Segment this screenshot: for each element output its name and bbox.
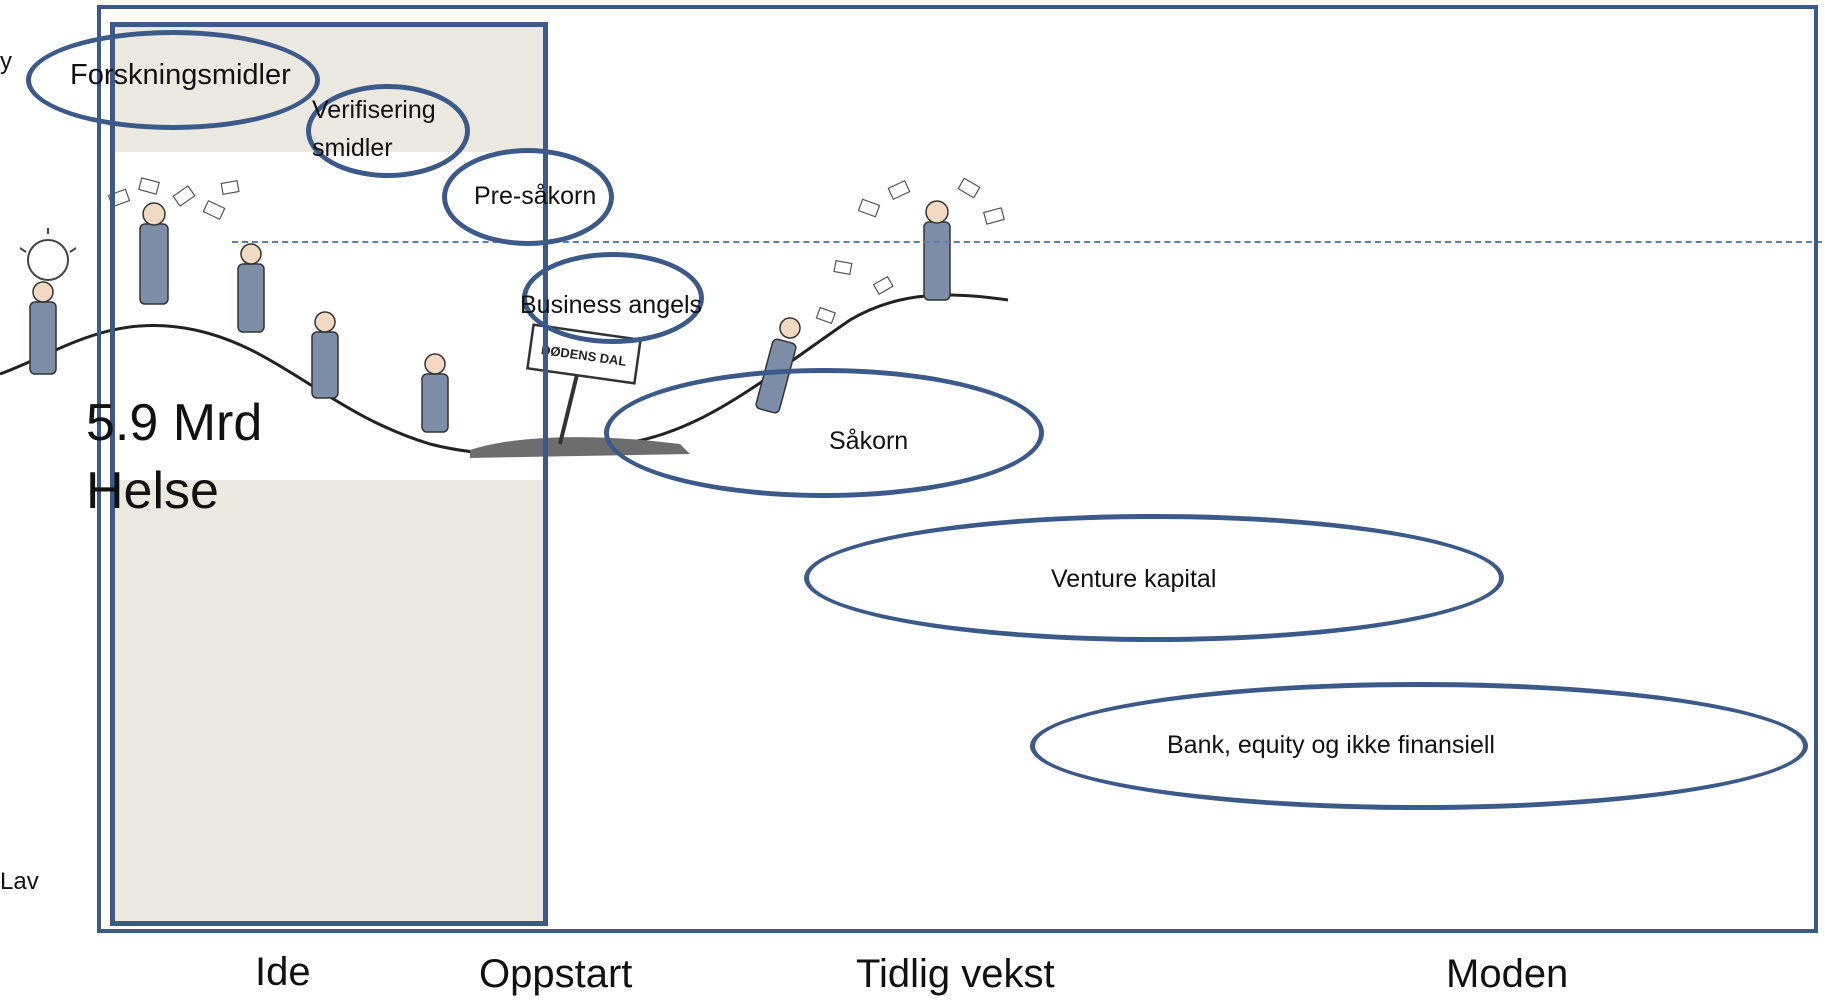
- phase-moden: Moden: [1446, 952, 1569, 996]
- phase-tidlig-vekst: Tidlig vekst: [856, 952, 1055, 996]
- venture-kapital-label: Venture kapital: [1051, 565, 1217, 593]
- pre-sakorn-label: Pre-såkorn: [474, 182, 597, 210]
- bank-equity-label: Bank, equity og ikke finansiell: [1167, 731, 1495, 759]
- phase-oppstart: Oppstart: [479, 952, 633, 996]
- phase-ide: Ide: [255, 950, 311, 994]
- sakorn-ellipse: [604, 368, 1044, 498]
- forskningsmidler-label: Forskningsmidler: [70, 59, 291, 91]
- verifiseringsmidler-label-line2: smidler: [312, 134, 393, 162]
- verifiseringsmidler-ellipse: [306, 84, 470, 178]
- sakorn-label: Såkorn: [829, 427, 909, 455]
- dashed-reference-line: [232, 241, 1822, 243]
- health-column-outline: [110, 22, 548, 926]
- y-axis-low-label: Lav: [0, 868, 39, 895]
- health-label: Helse: [86, 462, 219, 520]
- forskningsmidler-ellipse: [26, 30, 320, 130]
- diagram-frame: [97, 5, 1818, 933]
- business-angels-ellipse: [522, 252, 704, 344]
- lightbulb-icon: [19, 228, 77, 281]
- y-axis-high-label: y: [0, 48, 12, 75]
- flying-papers: [107, 177, 1005, 325]
- bank-equity-ellipse: [1030, 682, 1808, 810]
- pre-sakorn-ellipse: [442, 148, 614, 246]
- health-amount: 5.9 Mrd: [86, 394, 263, 452]
- verifiseringsmidler-label-line1: Verifisering: [312, 96, 436, 124]
- venture-kapital-ellipse: [804, 514, 1504, 642]
- business-angels-label: Business angels: [520, 291, 703, 319]
